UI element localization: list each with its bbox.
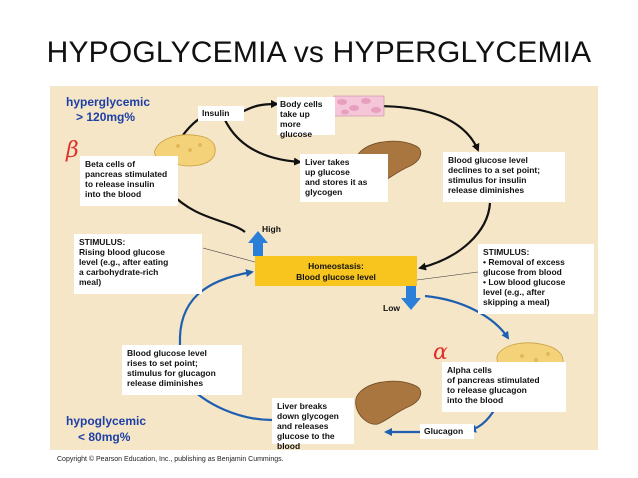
arrow-rises-to-homeostasis	[178, 269, 254, 346]
rises-box: Blood glucose level rises to set point; …	[122, 345, 242, 395]
body-cells-box: Body cells take up more glucose	[277, 97, 335, 139]
liver-breaks-box: Liver breaks down glycogen and releases …	[272, 398, 354, 451]
stimulus-high-box: STIMULUS: Rising blood glucose level (e.…	[74, 234, 202, 294]
liver-bottom-icon	[355, 380, 422, 425]
arrow-insulin-to-liver	[224, 119, 302, 166]
alpha-symbol: α	[433, 340, 448, 365]
homeostasis-title: Homeostasis:	[308, 261, 364, 271]
insulin-label: Insulin	[198, 106, 244, 121]
arrow-low-to-alpha	[424, 294, 510, 340]
alpha-cells-box: Alpha cells of pancreas stimulated to re…	[442, 362, 566, 412]
liver-takes-box: Liver takes up glucose and stores it as …	[300, 154, 388, 202]
body-cells-icon	[333, 95, 385, 117]
arrow-bodycells-to-declines	[374, 104, 480, 152]
slide-title: HYPOGLYCEMIA vs HYPERGLYCEMIA	[46, 36, 592, 69]
arrow-insulin-to-bodycells	[239, 100, 279, 114]
homeostasis-subtitle: Blood glucose level	[296, 272, 376, 282]
homeostasis-box: Homeostasis: Blood glucose level	[255, 256, 417, 286]
hypoglycemic-value: < 80mg%	[78, 430, 131, 444]
glucagon-label: Glucagon	[420, 424, 474, 439]
beta-cells-box: Beta cells of pancreas stimulated to rel…	[80, 156, 178, 206]
stimulus-low-box: STIMULUS: • Removal of excess glucose fr…	[478, 244, 594, 314]
declines-box: Blood glucose level declines to a set po…	[443, 152, 565, 202]
hypoglycemic-label: hypoglycemic	[66, 414, 147, 428]
copyright-text: Copyright © Pearson Education, Inc., pub…	[57, 456, 284, 463]
low-label: Low	[383, 303, 400, 313]
arrow-declines-to-homeostasis	[418, 202, 492, 271]
arrow-high-to-beta	[168, 190, 246, 233]
low-arrow-icon	[401, 286, 421, 310]
beta-symbol: β	[66, 138, 79, 163]
high-arrow-icon	[248, 231, 268, 256]
high-label: High	[262, 224, 281, 234]
hyperglycemic-label: hyperglycemic	[66, 95, 151, 109]
hyperglycemic-value: > 120mg%	[76, 110, 136, 124]
